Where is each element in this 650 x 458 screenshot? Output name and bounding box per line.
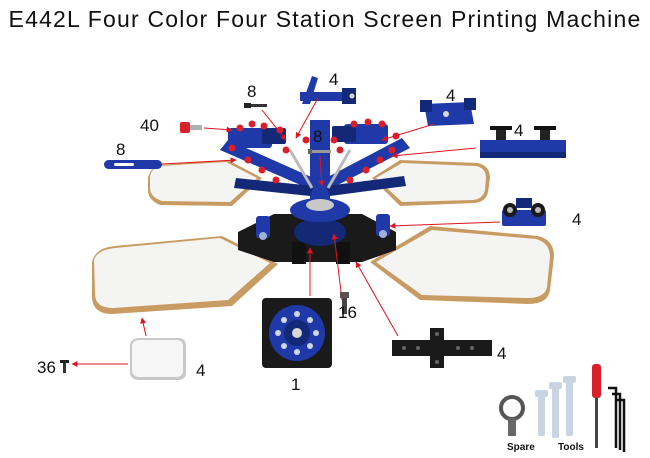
qty-handle-bar: 8 bbox=[116, 140, 126, 159]
qty-pallet: 4 bbox=[196, 361, 206, 380]
qty-linking-bolt: 8 bbox=[313, 127, 323, 146]
base-hub-part bbox=[262, 298, 332, 368]
pallet-arm-part bbox=[392, 328, 492, 368]
callout-arrows bbox=[71, 97, 501, 367]
knob-part bbox=[180, 122, 202, 133]
machine-body bbox=[220, 118, 410, 264]
screwdriver-tool bbox=[592, 364, 601, 448]
front-clamp-part bbox=[480, 126, 566, 158]
pallet-top-right bbox=[372, 160, 490, 206]
tilted-clamp-arm-part bbox=[300, 76, 356, 104]
pallet-top-left bbox=[148, 160, 262, 206]
screw-part bbox=[60, 360, 69, 373]
tools-label: Tools bbox=[558, 442, 584, 453]
hex-bolt-part bbox=[340, 292, 349, 314]
qty-base-hub: 1 bbox=[291, 375, 301, 394]
handle-bar-part bbox=[104, 160, 162, 169]
hex-key-tools bbox=[608, 386, 626, 452]
qty-pallet-arm: 4 bbox=[497, 344, 507, 363]
qty-hex-bolt: 16 bbox=[338, 303, 357, 322]
diagram-title: E442L Four Color Four Station Screen Pri… bbox=[8, 6, 642, 32]
bolt-part bbox=[244, 103, 267, 108]
pallet-bottom-right bbox=[370, 226, 554, 304]
screen-holder-bracket-part bbox=[420, 98, 476, 126]
spare-label: Spare bbox=[507, 442, 535, 453]
qty-micro-registration-roller: 4 bbox=[572, 210, 582, 229]
wrench-tools bbox=[535, 376, 576, 438]
qty-bolt: 8 bbox=[247, 82, 257, 101]
linking-bolt-part bbox=[308, 149, 331, 154]
qty-tilted-clamp-arm: 4 bbox=[329, 70, 339, 89]
pallet-part bbox=[130, 338, 186, 380]
pallet-bottom-left bbox=[92, 236, 278, 314]
qty-front-clamp: 4 bbox=[514, 121, 524, 140]
eye-bolt-spare bbox=[499, 395, 525, 436]
micro-registration-roller-part bbox=[502, 198, 546, 226]
qty-screen-holder-bracket: 4 bbox=[446, 86, 456, 105]
qty-screw: 36 bbox=[37, 358, 56, 377]
qty-knob: 40 bbox=[140, 116, 159, 135]
